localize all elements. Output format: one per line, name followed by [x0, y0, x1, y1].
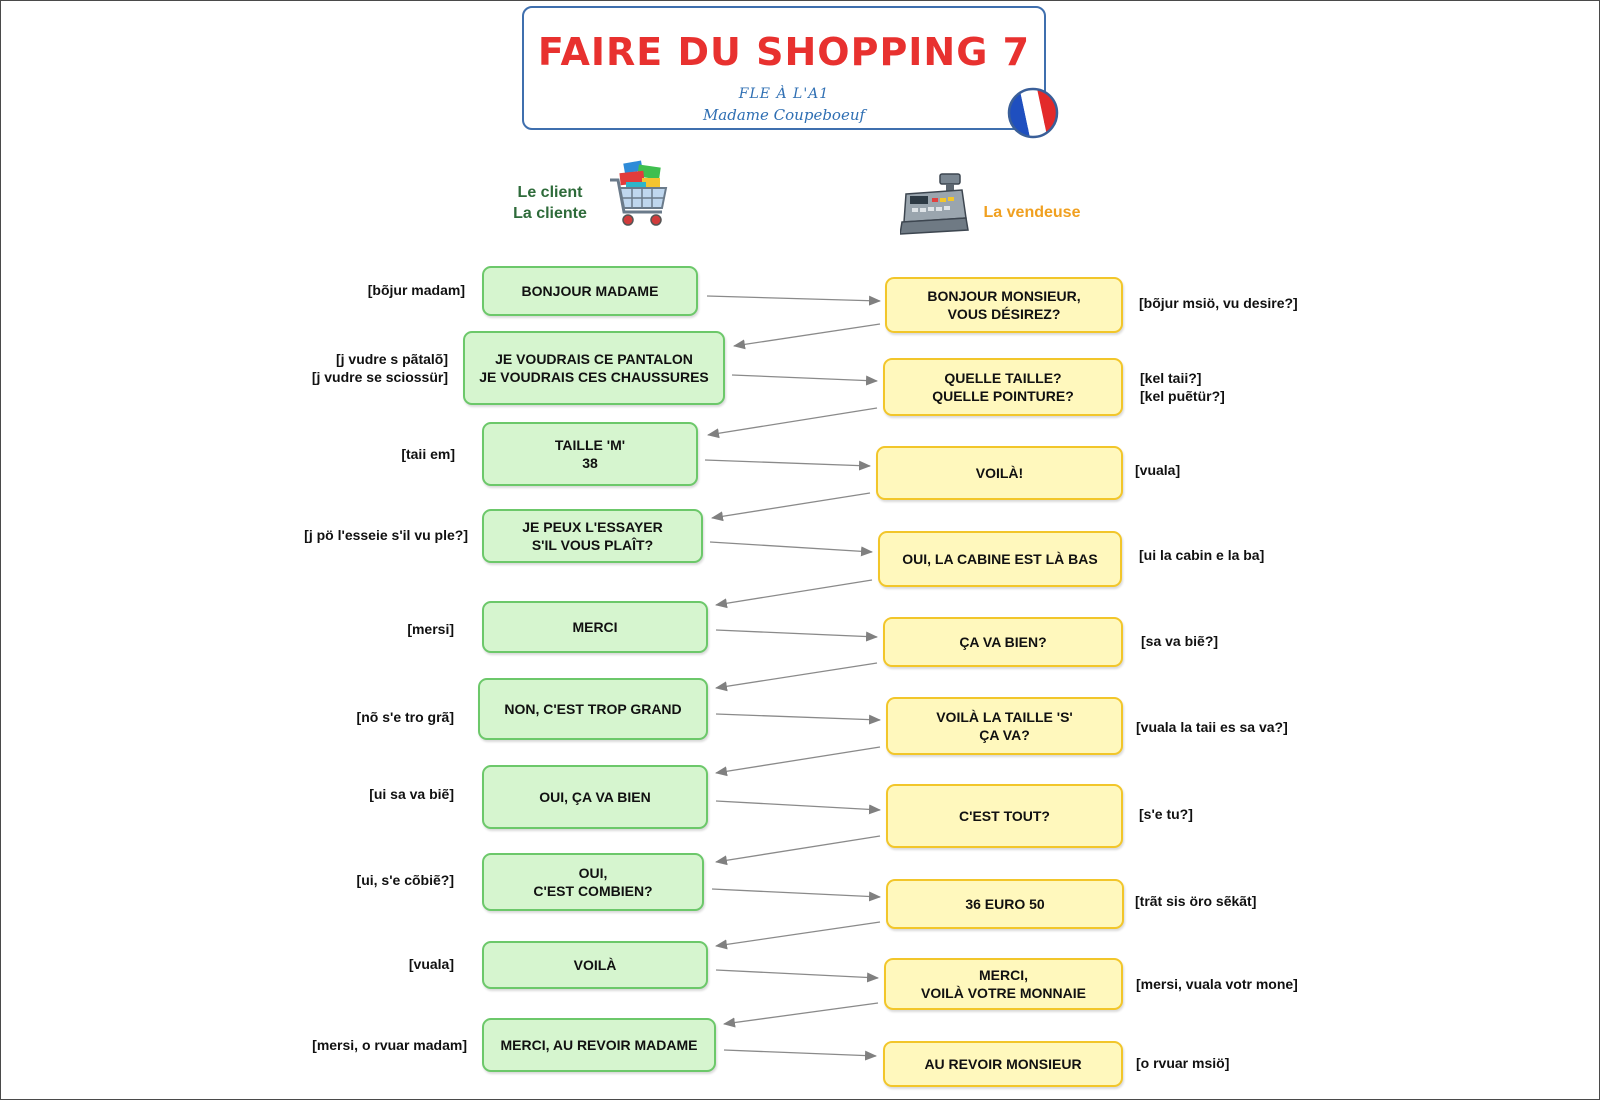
arrow-client-to-vendor-1 [706, 295, 881, 306]
arrow-vendor-to-client-4 [715, 579, 873, 609]
vendor-phonetic-1: [bõjur msiö, vu desire?] [1139, 295, 1298, 311]
vendor-line-3: VOILÀ! [876, 446, 1123, 500]
vendor-phonetic-9: [mersi, vuala votr mone] [1136, 976, 1298, 992]
vendor-phonetic-7: [s'e tu?] [1139, 806, 1193, 822]
arrow-client-to-vendor-7 [715, 800, 881, 815]
arrow-vendor-to-client-1 [733, 323, 881, 350]
shopping-cart-icon [610, 160, 668, 226]
client-phonetic-1: [bõjur madam] [367, 282, 465, 298]
arrow-vendor-to-client-3 [711, 492, 871, 522]
client-line-9: VOILÀ [482, 941, 708, 989]
arrow-client-to-vendor-2 [731, 374, 878, 386]
vendor-line-7: C'EST TOUT? [886, 784, 1123, 848]
client-phonetic-2: [j vudre s pãtalõ] [j vudre se sciossür] [311, 351, 448, 385]
page-title: FAIRE DU SHOPPING 7 [537, 30, 1031, 74]
client-phonetic-3: [taii em] [401, 446, 455, 462]
arrow-client-to-vendor-5 [715, 629, 878, 642]
arrow-vendor-to-client-2 [707, 407, 878, 439]
vendor-phonetic-6: [vuala la taii es sa va?] [1136, 719, 1288, 735]
vendor-phonetic-4: [ui la cabin e la ba] [1139, 547, 1265, 563]
client-line-2: JE VOUDRAIS CE PANTALON JE VOUDRAIS CES … [463, 331, 725, 405]
client-line-4: JE PEUX L'ESSAYER S'IL VOUS PLAÎT? [482, 509, 703, 563]
vendor-phonetic-5: [sa va biẽ?] [1141, 633, 1219, 649]
arrow-client-to-vendor-4 [709, 541, 873, 557]
vendor-line-4: OUI, LA CABINE EST LÀ BAS [878, 531, 1122, 587]
client-phonetic-8: [ui, s'e cõbiẽ?] [356, 872, 454, 888]
client-phonetic-7: [ui sa va biẽ] [369, 786, 454, 802]
seller-role-label: La vendeuse [983, 204, 1081, 221]
arrow-client-to-vendor-3 [704, 459, 871, 471]
arrow-client-to-vendor-10 [723, 1049, 877, 1061]
client-line-6: NON, C'EST TROP GRAND [478, 678, 708, 740]
vendor-phonetic-2: [kel taii?] [kel puẽtür?] [1140, 370, 1225, 404]
client-role-label: Le client La cliente [513, 184, 587, 222]
arrow-vendor-to-client-8 [715, 921, 881, 950]
client-phonetic-4: [j pö l'esseie s'il vu ple?] [304, 527, 468, 543]
title-card: FAIRE DU SHOPPING 7 FLE À L'A1 Madame Co… [522, 6, 1046, 130]
vendor-line-6: VOILÀ LA TAILLE 'S' ÇA VA? [886, 697, 1123, 755]
client-line-7: OUI, ÇA VA BIEN [482, 765, 708, 829]
vendor-phonetic-8: [trãt sis öro sẽkãt] [1135, 893, 1257, 909]
client-phonetic-5: [mersi] [407, 621, 454, 637]
french-flag-icon [1006, 86, 1060, 140]
vendor-line-9: MERCI, VOILÀ VOTRE MONNAIE [884, 958, 1123, 1010]
level-subtitle: FLE À L'A1 [738, 86, 830, 102]
author-name: Madame Coupeboeuf [702, 106, 866, 124]
vendor-line-1: BONJOUR MONSIEUR, VOUS DÉSIREZ? [885, 277, 1123, 333]
arrow-vendor-to-client-9 [723, 1002, 879, 1028]
client-line-3: TAILLE 'M' 38 [482, 422, 698, 486]
client-line-5: MERCI [482, 601, 708, 653]
cash-register-icon [900, 173, 969, 235]
arrow-vendor-to-client-6 [715, 746, 881, 777]
vendor-line-10: AU REVOIR MONSIEUR [883, 1041, 1123, 1087]
arrow-vendor-to-client-5 [715, 662, 878, 692]
client-line-8: OUI, C'EST COMBIEN? [482, 853, 704, 911]
vendor-line-2: QUELLE TAILLE? QUELLE POINTURE? [883, 358, 1123, 416]
arrow-client-to-vendor-8 [711, 888, 881, 902]
client-phonetic-10: [mersi, o rvuar madam] [312, 1037, 467, 1053]
arrow-client-to-vendor-6 [715, 713, 881, 725]
client-line-1: BONJOUR MADAME [482, 266, 698, 316]
vendor-phonetic-3: [vuala] [1135, 462, 1181, 478]
arrow-client-to-vendor-9 [715, 969, 879, 983]
client-phonetic-9: [vuala] [408, 956, 454, 972]
vendor-phonetic-10: [o rvuar msiö] [1136, 1055, 1230, 1071]
client-line-10: MERCI, AU REVOIR MADAME [482, 1018, 716, 1072]
arrow-vendor-to-client-7 [715, 835, 881, 866]
client-phonetic-6: [nõ s'e tro grã] [356, 709, 454, 725]
vendor-line-8: 36 EURO 50 [886, 879, 1124, 929]
vendor-line-5: ÇA VA BIEN? [883, 617, 1123, 667]
